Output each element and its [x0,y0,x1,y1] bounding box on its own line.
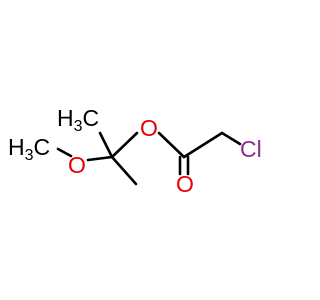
bond-quaternary-c-to-right-methyl [110,155,138,186]
bond-carbonyl-c-to-ch2 [182,131,224,159]
bond-ester-o-to-carbonyl-c [157,131,186,159]
atom-label-ester-oxygen: O [140,115,158,141]
structure-canvas: H3C H3C O O O Cl [8,105,262,198]
atom-label-methoxy-oxygen: O [68,152,86,178]
bond-ch2-to-cl [220,131,242,146]
atom-labels: H3C H3C O O O Cl [8,105,262,197]
atom-label-methyl-left: H3C [8,134,50,164]
bond-quaternary-c-to-top-methyl [98,131,114,159]
bond-quaternary-c-to-ester-o [110,131,139,159]
bond-methoxy-o-to-methyl [56,147,73,158]
molecule-diagram: H3C H3C O O O Cl [8,105,262,197]
atom-label-chlorine: Cl [240,136,262,162]
atom-label-carbonyl-oxygen: O [176,171,194,197]
bonds [56,131,242,186]
atom-label-methyl-top: H3C [57,105,99,135]
bond-quaternary-c-to-methoxy-o [86,155,114,162]
